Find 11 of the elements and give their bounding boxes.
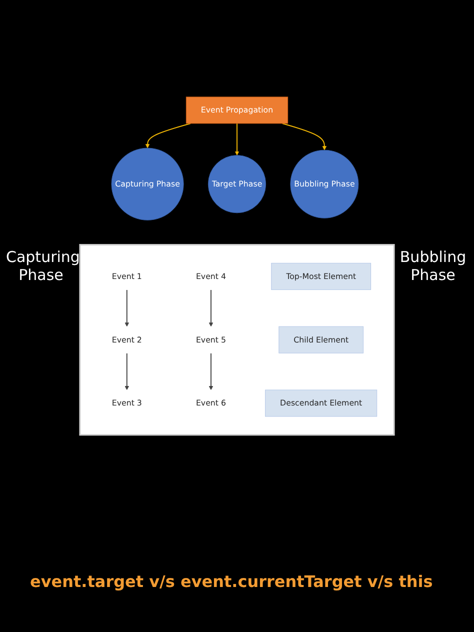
cluster (79, 244, 395, 436)
arrow (208, 289, 214, 327)
arrow (145, 123, 192, 148)
arrow (234, 123, 240, 156)
phase-label: Capturing Phase (6, 248, 76, 284)
arrow (282, 123, 327, 150)
phase-label: Bubbling Phase (398, 248, 468, 284)
arrow (124, 352, 130, 390)
arrow (208, 352, 214, 390)
caption: event.target v/s event.currentTarget v/s this (30, 572, 434, 591)
arrow (124, 289, 130, 327)
